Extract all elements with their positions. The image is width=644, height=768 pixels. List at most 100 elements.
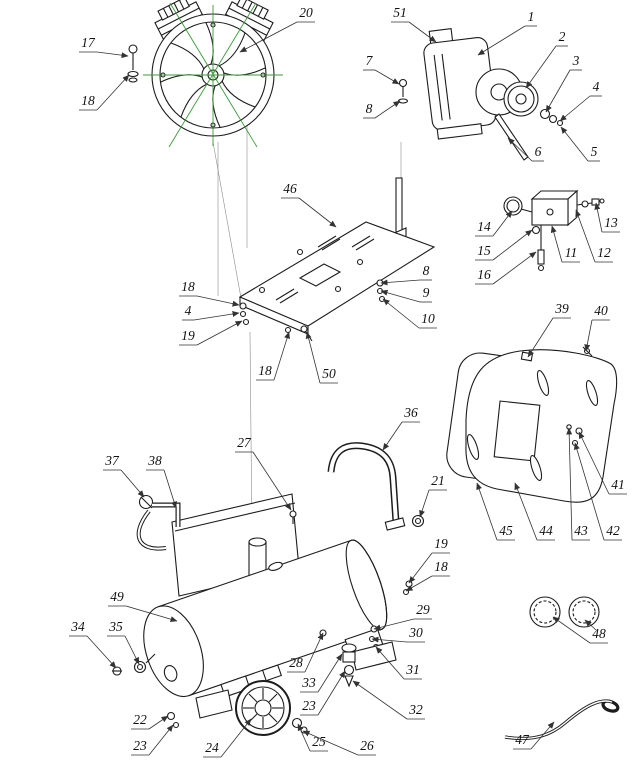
callout-21: 21 bbox=[431, 473, 445, 488]
support-rod bbox=[395, 177, 403, 235]
callout-18: 18 bbox=[81, 93, 95, 108]
callout-42: 42 bbox=[606, 523, 620, 538]
belt-guard-assembly bbox=[446, 346, 618, 503]
callout-34: 34 bbox=[70, 619, 85, 634]
callout-leader bbox=[419, 489, 430, 518]
hose bbox=[504, 699, 620, 741]
callout-1: 1 bbox=[528, 9, 535, 24]
callout-leader bbox=[575, 209, 596, 263]
callout-leader bbox=[476, 482, 498, 541]
switch-tube bbox=[531, 225, 545, 272]
callout-11: 11 bbox=[565, 245, 578, 260]
callout-leader bbox=[374, 69, 400, 85]
callout-18: 18 bbox=[258, 363, 272, 378]
callout-18: 18 bbox=[181, 279, 195, 294]
callout-7: 7 bbox=[366, 53, 374, 68]
callout-32: 32 bbox=[408, 702, 423, 717]
pump-assembly bbox=[127, 0, 283, 148]
callout-51: 51 bbox=[393, 5, 407, 20]
callout-22: 22 bbox=[133, 712, 147, 727]
callout-leader bbox=[477, 25, 526, 56]
callout-leader bbox=[492, 210, 513, 237]
callout-47: 47 bbox=[515, 732, 530, 747]
plate-screws-left bbox=[239, 302, 250, 326]
callout-leader bbox=[380, 279, 421, 286]
callout-leader bbox=[408, 552, 433, 584]
callout-13: 13 bbox=[604, 215, 618, 230]
callout-9: 9 bbox=[423, 285, 430, 300]
callout-25: 25 bbox=[312, 734, 326, 749]
callout-36: 36 bbox=[403, 405, 418, 420]
callout-leader bbox=[252, 451, 292, 511]
callout-27: 27 bbox=[237, 435, 252, 450]
guard-cutout bbox=[493, 400, 541, 462]
callout-leader bbox=[196, 295, 240, 307]
callout-leader bbox=[196, 320, 243, 346]
callout-20: 20 bbox=[299, 5, 313, 20]
motor-body bbox=[423, 28, 497, 140]
plate-slots bbox=[275, 235, 375, 304]
callout-leader bbox=[317, 670, 346, 716]
callout-leader bbox=[559, 95, 591, 122]
callout-19: 19 bbox=[434, 536, 448, 551]
callout-15: 15 bbox=[477, 243, 491, 258]
callout-leader bbox=[584, 319, 593, 352]
callout-23: 23 bbox=[133, 738, 147, 753]
callout-leader bbox=[405, 575, 433, 592]
callout-leader bbox=[514, 482, 538, 541]
callout-leader bbox=[193, 311, 240, 321]
callout-45: 45 bbox=[499, 523, 513, 538]
callout-leader bbox=[297, 723, 311, 752]
callout-leader bbox=[573, 442, 605, 541]
callout-4: 4 bbox=[185, 303, 192, 318]
callout-38: 38 bbox=[147, 453, 162, 468]
center-axes bbox=[143, 2, 283, 148]
pump-mount-bolt bbox=[127, 44, 139, 83]
motor-assembly bbox=[397, 28, 564, 161]
callout-17: 17 bbox=[81, 35, 96, 50]
callout-16: 16 bbox=[477, 267, 491, 282]
callout-39: 39 bbox=[554, 301, 569, 316]
callout-leader bbox=[594, 202, 603, 233]
hose-coils bbox=[529, 596, 600, 631]
callout-23: 23 bbox=[302, 698, 316, 713]
drain-stack bbox=[319, 629, 357, 688]
callout-leader bbox=[371, 636, 408, 643]
callout-4: 4 bbox=[593, 79, 600, 94]
plate-cutout bbox=[298, 263, 342, 287]
callout-leader bbox=[86, 635, 117, 669]
pulley-hardware bbox=[539, 108, 564, 127]
callout-40: 40 bbox=[594, 303, 608, 318]
callout-leader bbox=[302, 730, 359, 756]
callout-leader bbox=[373, 618, 415, 631]
callout-leader bbox=[148, 715, 169, 730]
switch-fittings bbox=[576, 198, 605, 208]
callout-leader bbox=[220, 718, 252, 758]
pulley bbox=[503, 81, 539, 117]
gauge bbox=[503, 196, 533, 216]
callout-leader bbox=[96, 51, 129, 59]
callout-leader bbox=[163, 469, 177, 509]
callout-5: 5 bbox=[591, 144, 598, 159]
callout-leader bbox=[525, 45, 557, 89]
callout-leader bbox=[382, 298, 420, 329]
callout-46: 46 bbox=[283, 181, 297, 196]
callout-leader bbox=[492, 251, 537, 285]
callout-leader bbox=[375, 646, 405, 680]
callout-24: 24 bbox=[205, 740, 219, 755]
callout-leader bbox=[382, 421, 403, 451]
callout-leader bbox=[120, 469, 145, 498]
callout-31: 31 bbox=[405, 662, 420, 677]
callout-leader bbox=[552, 616, 591, 644]
callout-37: 37 bbox=[104, 453, 120, 468]
callout-50: 50 bbox=[322, 366, 336, 381]
callout-8: 8 bbox=[366, 101, 373, 116]
callout-leader bbox=[374, 100, 401, 119]
callout-leader bbox=[124, 635, 140, 665]
callout-leader bbox=[380, 289, 421, 303]
callout-3: 3 bbox=[572, 53, 580, 68]
callout-leader bbox=[578, 431, 610, 495]
callout-35: 35 bbox=[108, 619, 123, 634]
